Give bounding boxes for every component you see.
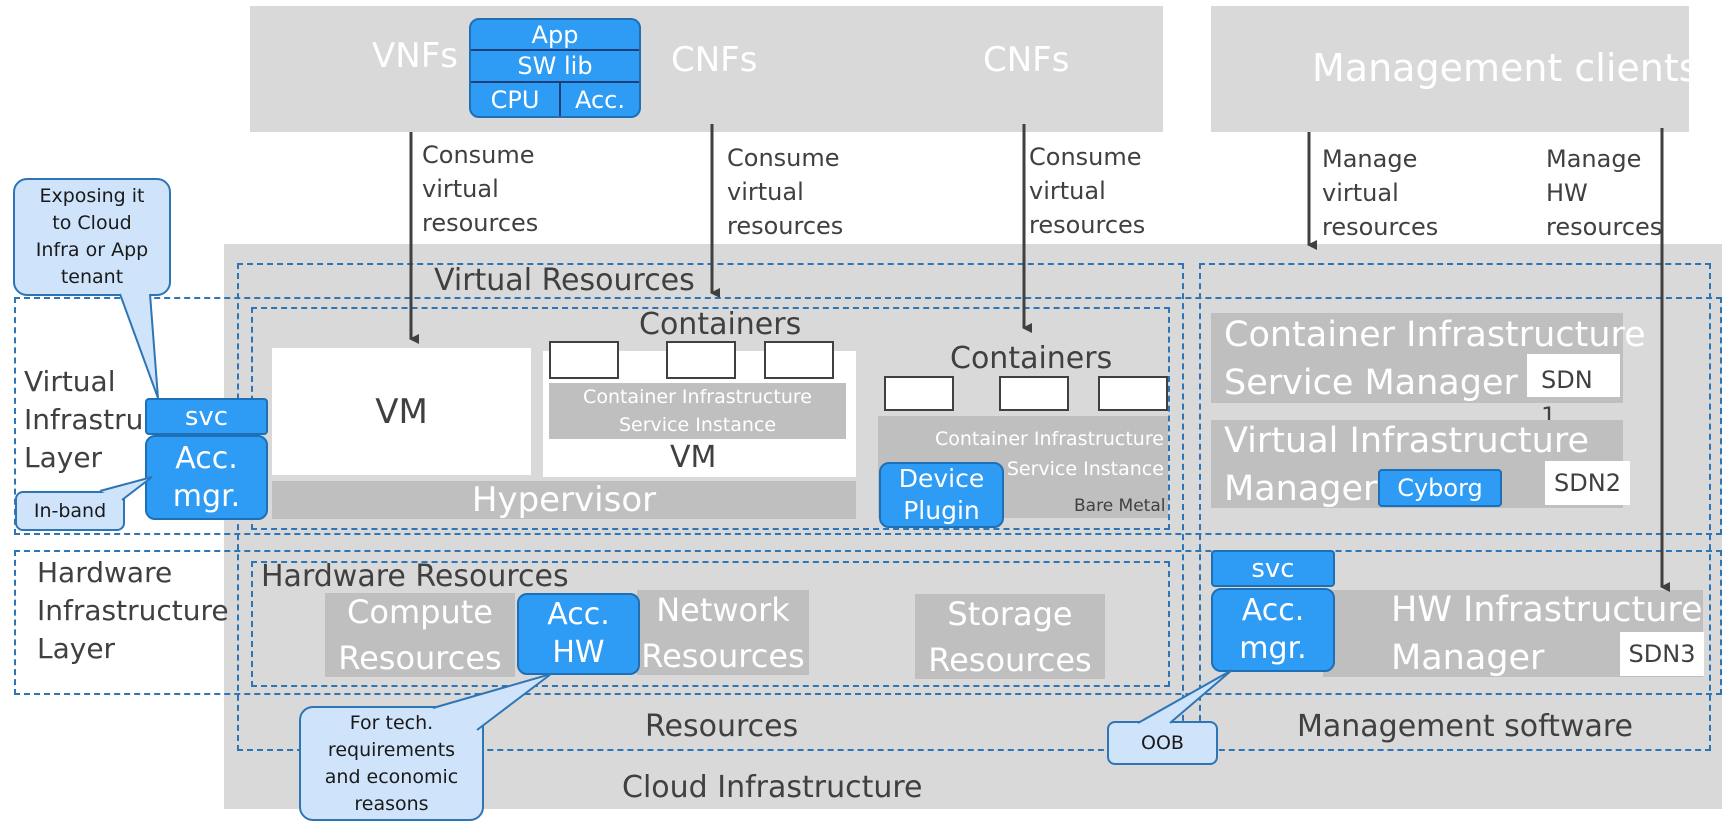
hardware-infrastructure-layer-label: Hardware Infrastructure Layer bbox=[37, 556, 229, 665]
cisi-label-2: Container Infrastructure Service Instanc… bbox=[935, 428, 1164, 480]
acc-mgr-box-left: Acc. mgr. bbox=[145, 435, 268, 520]
nf-layer-box bbox=[250, 6, 1163, 132]
hardware-resources-label: Hardware Resources bbox=[261, 559, 569, 594]
cloud-infrastructure-label: Cloud Infrastructure bbox=[622, 770, 923, 805]
hardware-infrastructure-layer-band bbox=[14, 550, 1722, 695]
exposing-callout: Exposing it to Cloud Infra or App tenant bbox=[13, 178, 171, 296]
containers-label-2: Containers bbox=[950, 341, 1113, 376]
management-clients-box bbox=[1211, 6, 1689, 132]
vm-box-1: VM bbox=[272, 348, 531, 475]
sdn3-box: SDN3 bbox=[1620, 632, 1704, 676]
management-clients-label: Management clients bbox=[1312, 46, 1699, 90]
cyborg-box: Cyborg bbox=[1378, 469, 1502, 507]
acc-mgr-label-left: Acc. mgr. bbox=[172, 440, 241, 514]
container-box-6 bbox=[1098, 376, 1168, 411]
acc-mgr-box-right: Acc. mgr. bbox=[1211, 588, 1335, 672]
acc-hw-box: Acc. HW bbox=[517, 593, 640, 675]
vm-label-2: VM bbox=[670, 440, 717, 475]
acc-mgr-label-right: Acc. mgr. bbox=[1239, 593, 1307, 666]
container-box-2 bbox=[666, 341, 736, 379]
tech-callout-text: For tech. requirements and economic reas… bbox=[324, 711, 459, 815]
cnfs-label-2: CNFs bbox=[983, 40, 1070, 80]
virtual-infrastructure-layer-band bbox=[14, 297, 1722, 535]
sdn3-label: SDN3 bbox=[1628, 640, 1696, 668]
app-stack: App SW lib CPU Acc. bbox=[469, 18, 641, 118]
cisi-box-1: Container Infrastructure Service Instanc… bbox=[549, 383, 846, 439]
compute-resources-label: Compute Resources bbox=[338, 593, 502, 677]
hypervisor-label: Hypervisor bbox=[471, 480, 657, 520]
manage-virtual-label: Manage virtual resources bbox=[1322, 145, 1439, 241]
cpu-label: CPU bbox=[471, 83, 561, 116]
storage-resources-box: Storage Resources bbox=[915, 594, 1105, 679]
resources-label: Resources bbox=[645, 709, 799, 744]
compute-resources-box: Compute Resources bbox=[325, 593, 515, 677]
virtual-infrastructure-layer-label: Virtual Infrastructure Layer bbox=[24, 365, 216, 474]
hardware-resources-inner-box bbox=[251, 561, 1170, 687]
exposing-callout-pointer bbox=[119, 293, 159, 399]
virtual-resources-label: Virtual Resources bbox=[434, 263, 695, 298]
inband-callout-text: In-band bbox=[33, 500, 107, 522]
vim-label: Virtual Infrastructure Manager bbox=[1224, 421, 1589, 509]
container-box-5 bbox=[999, 376, 1069, 411]
manage-hw-label: Manage HW resources bbox=[1546, 145, 1663, 241]
sdn1-box bbox=[1527, 354, 1620, 397]
svc-box-left: svc bbox=[145, 398, 268, 435]
containers-label-1: Containers bbox=[639, 307, 802, 342]
hypervisor-box: Hypervisor bbox=[272, 480, 856, 520]
hwim-label: HW Infrastructure Manager bbox=[1391, 590, 1703, 678]
svc-label-right: svc bbox=[1251, 553, 1295, 584]
oob-callout-pointer bbox=[1137, 669, 1233, 724]
tech-callout: For tech. requirements and economic reas… bbox=[299, 706, 484, 821]
storage-resources-label: Storage Resources bbox=[928, 594, 1092, 679]
cyborg-label: Cyborg bbox=[1397, 474, 1483, 502]
oob-callout-text: OOB bbox=[1141, 732, 1184, 754]
container-box-1 bbox=[549, 341, 619, 379]
bare-metal-label: Bare Metal bbox=[1074, 496, 1166, 516]
network-resources-label: Network Resources bbox=[641, 590, 805, 675]
device-plugin-label: Device Plugin bbox=[898, 464, 985, 525]
cisi-label-1: Container Infrastructure Service Instanc… bbox=[583, 386, 812, 436]
consume-label-1: Consume virtual resources bbox=[422, 141, 539, 237]
swlib-label: SW lib bbox=[471, 51, 639, 83]
cism-label: Container Infrastructure Service Manager bbox=[1224, 315, 1646, 403]
acc-label: Acc. bbox=[574, 85, 625, 114]
oob-callout: OOB bbox=[1107, 721, 1218, 765]
svc-box-right: svc bbox=[1211, 550, 1335, 587]
network-resources-box: Network Resources bbox=[637, 590, 809, 675]
management-software-label: Management software bbox=[1297, 709, 1633, 744]
svc-label-left: svc bbox=[184, 401, 229, 432]
consume-label-3: Consume virtual resources bbox=[1029, 143, 1146, 239]
sdn2-label: SDN2 bbox=[1554, 469, 1621, 497]
container-box-4 bbox=[884, 376, 954, 411]
tech-callout-pointer bbox=[432, 673, 552, 731]
exposing-callout-text: Exposing it to Cloud Infra or App tenant bbox=[35, 185, 149, 288]
vm-label-1: VM bbox=[375, 391, 428, 432]
cnfs-label-1: CNFs bbox=[671, 40, 758, 80]
management-software-dashed-box bbox=[1199, 263, 1711, 751]
container-box-3 bbox=[764, 341, 834, 379]
consume-label-2: Consume virtual resources bbox=[727, 144, 844, 240]
acc-hw-label: Acc. HW bbox=[547, 597, 610, 670]
vnfs-label: VNFs bbox=[372, 36, 458, 76]
sdn2-box: SDN2 bbox=[1545, 461, 1630, 505]
device-plugin-box: Device Plugin bbox=[879, 462, 1004, 528]
inband-callout-pointer bbox=[99, 476, 153, 501]
inband-callout: In-band bbox=[15, 491, 125, 531]
app-label: App bbox=[471, 20, 639, 51]
